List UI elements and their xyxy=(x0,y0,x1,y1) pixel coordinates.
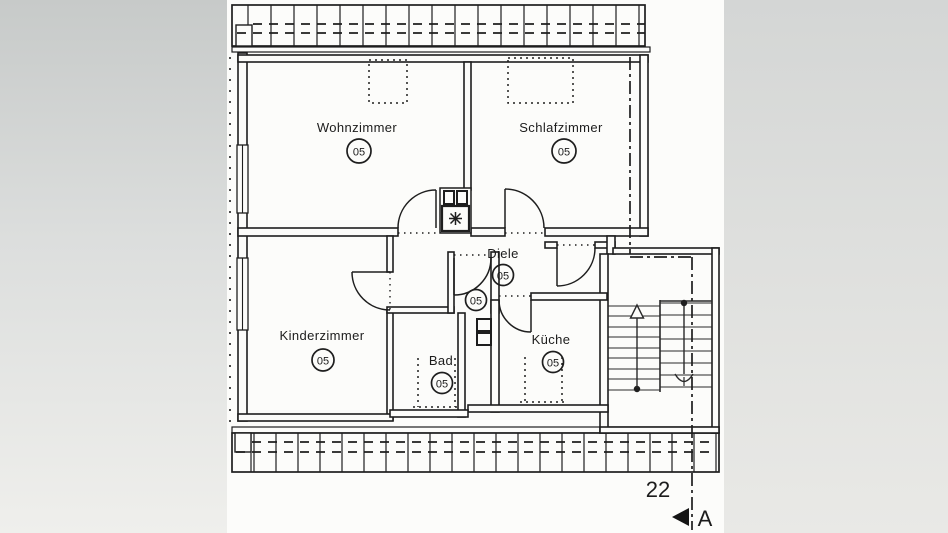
door-swings xyxy=(351,188,596,333)
unit-badge-flur-vor-bad: 05 xyxy=(464,288,488,312)
unit-badge-wohnzimmer: 05 xyxy=(346,138,372,164)
stair-walkline-down xyxy=(674,299,694,386)
window-kinderzimmer xyxy=(236,257,249,331)
stair-treads-down-flight xyxy=(660,302,712,388)
flue-boxes-bad xyxy=(476,318,492,346)
svg-text:05: 05 xyxy=(317,356,329,368)
svg-text:05: 05 xyxy=(353,147,365,159)
door-kueche xyxy=(498,299,532,333)
unit-badge-kueche: 05 xyxy=(541,350,565,374)
unit-badge-bad: 05 xyxy=(430,371,454,395)
stair-walkline-up xyxy=(629,303,645,393)
svg-text:05: 05 xyxy=(436,379,448,391)
door-wohnzimmer xyxy=(397,189,437,229)
door-schlafzimmer xyxy=(504,188,545,229)
skylight-outlines xyxy=(368,57,574,408)
door-apartment-entrance xyxy=(556,247,596,287)
flue-star-icon xyxy=(449,212,462,225)
room-label-kueche: Küche xyxy=(532,332,571,347)
door-thresholds xyxy=(389,232,595,310)
chimney-block xyxy=(439,187,472,234)
skylight-wohnzimmer xyxy=(368,59,408,104)
unit-badge-schlafzimmer: 05 xyxy=(551,138,577,164)
walls xyxy=(237,52,720,434)
section-arrow-icon xyxy=(672,508,689,526)
room-label-diele: Diele xyxy=(487,246,519,261)
room-label-kinderzimmer: Kinderzimmer xyxy=(280,328,365,343)
roof-hatch-bottom xyxy=(231,426,720,473)
skylight-kueche xyxy=(520,357,567,403)
backdrop-right xyxy=(723,0,948,533)
svg-text:05: 05 xyxy=(558,147,570,159)
window-wohnzimmer xyxy=(236,144,249,214)
skylight-bad xyxy=(413,358,460,408)
svg-text:05: 05 xyxy=(470,296,482,308)
backdrop-left xyxy=(0,0,228,533)
section-line-a xyxy=(629,57,693,530)
section-letter-label: A xyxy=(698,506,713,531)
door-kinderzimmer xyxy=(351,271,391,311)
up-arrow-icon xyxy=(629,303,645,319)
room-label-wohnzimmer: Wohnzimmer xyxy=(317,120,398,135)
unit-badge-diele: 05 xyxy=(491,263,515,287)
staircase xyxy=(608,299,712,393)
door-bad-vestibule xyxy=(453,257,492,296)
svg-text:05: 05 xyxy=(497,271,509,283)
roof-hatch-top xyxy=(231,4,651,53)
room-label-schlafzimmer: Schlafzimmer xyxy=(519,120,603,135)
number-22-label: 22 xyxy=(646,477,670,502)
window-symbols xyxy=(236,144,249,331)
svg-text:05: 05 xyxy=(547,358,559,370)
unit-badge-kinderzimmer: 05 xyxy=(311,348,335,372)
room-label-bad: Bad xyxy=(429,353,453,368)
